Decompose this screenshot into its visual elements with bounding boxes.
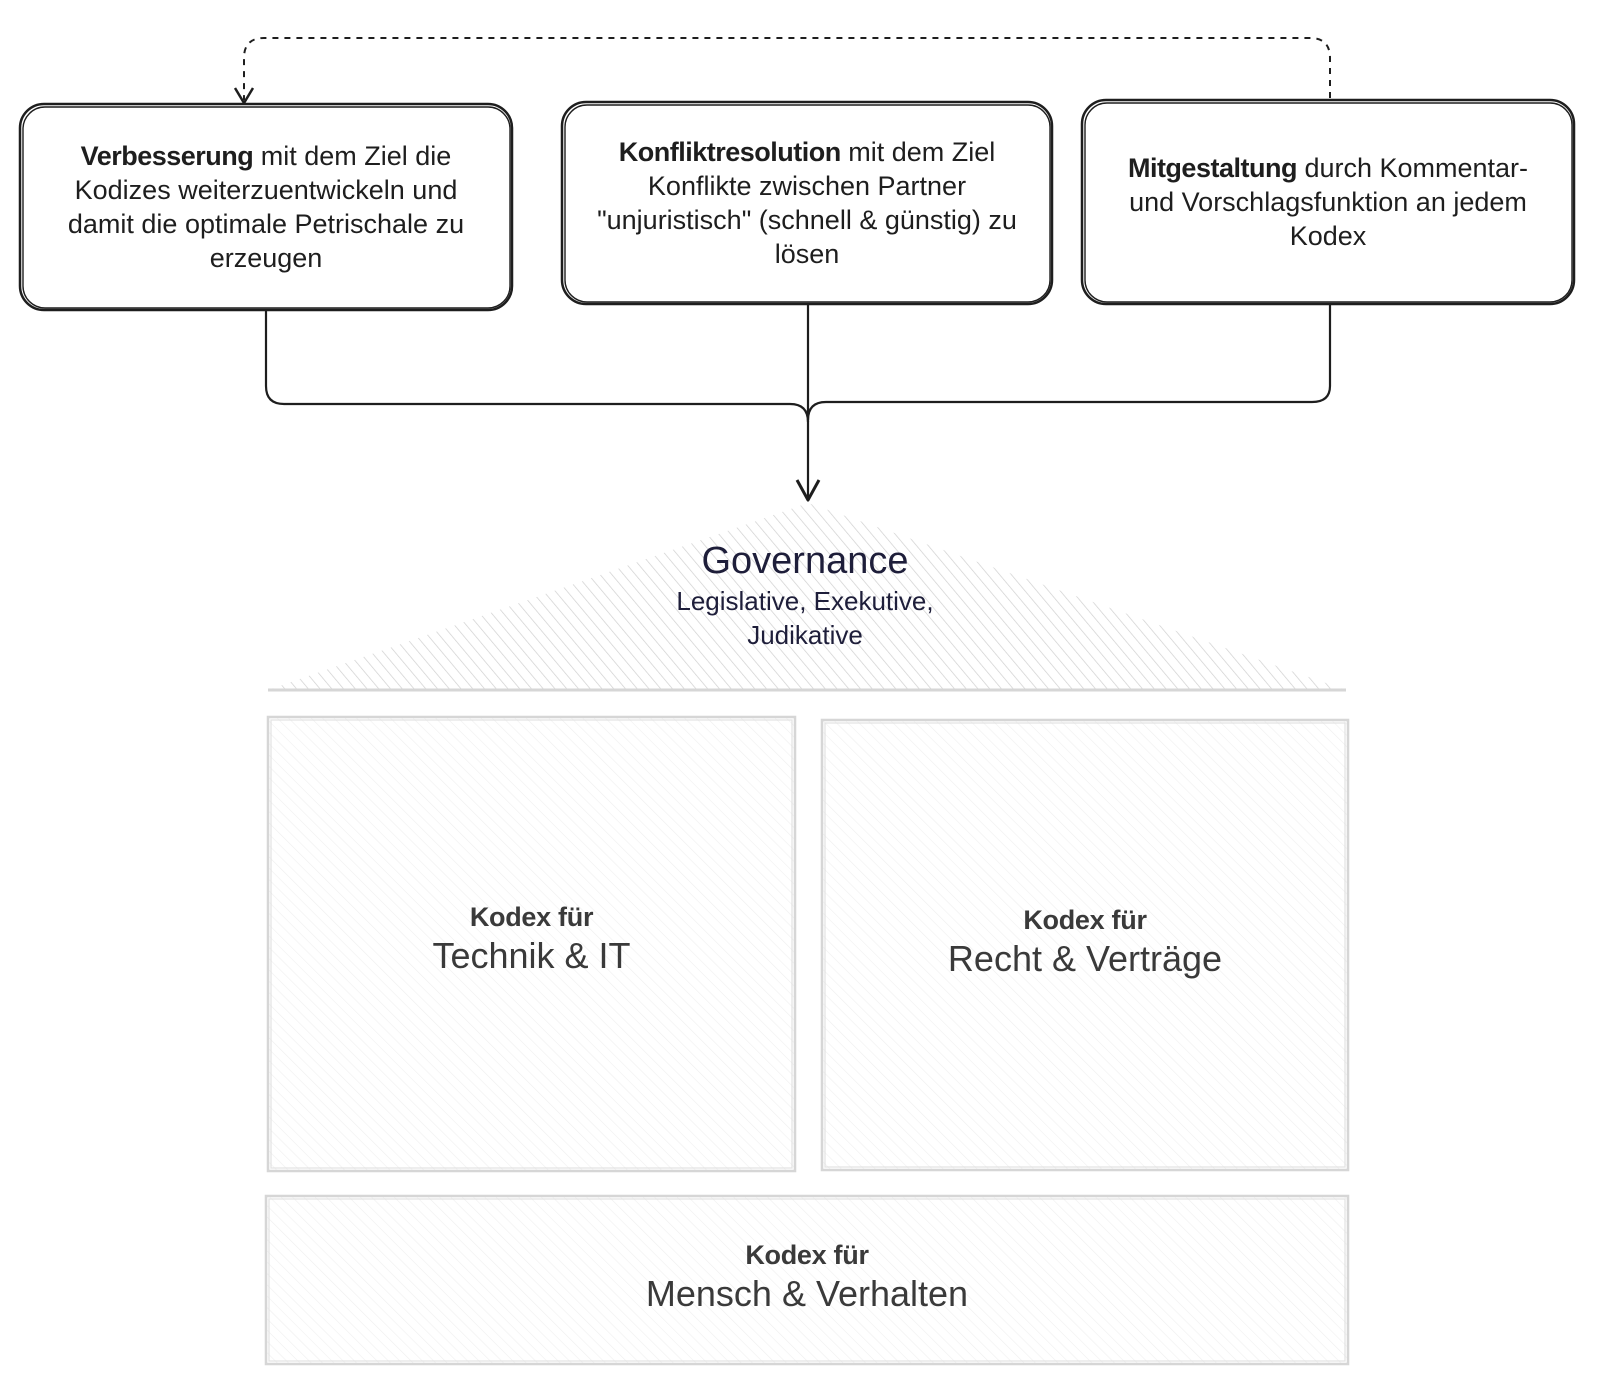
governance-roof: [268, 503, 1346, 690]
foundation-frame: [264, 1194, 1350, 1366]
box-verbesserung-bold: Verbesserung: [80, 141, 254, 171]
box-mitgestaltung-text: Mitgestaltung durch Kommentar- und Vorsc…: [1102, 151, 1554, 253]
connector-left: [264, 310, 810, 423]
pillar-technik-name: Technik & IT: [432, 935, 631, 976]
pillar-technik: Kodex für Technik & IT: [268, 900, 795, 978]
box-mitgestaltung-rest: durch Kommentar- und Vorschlagsfunktion …: [1129, 153, 1529, 251]
foundation-name: Mensch & Verhalten: [645, 1273, 969, 1314]
feedback-dashed-arrow: [243, 37, 1331, 100]
foundation-mensch: Kodex für Mensch & Verhalten: [266, 1238, 1348, 1316]
box-konflikt: Konfliktresolution mit dem Ziel Konflikt…: [568, 108, 1046, 298]
pillar-recht: Kodex für Recht & Verträge: [822, 903, 1348, 981]
box-konflikt-rest: mit dem Ziel Konflikte zwischen Partner …: [597, 137, 1017, 269]
connector-right: [806, 304, 1332, 421]
box-mitgestaltung-bold: Mitgestaltung: [1127, 153, 1298, 183]
foundation-prefix: Kodex für: [745, 1240, 869, 1270]
box-mitgestaltung-frame: [1080, 98, 1576, 306]
box-verbesserung-text: Verbesserung mit dem Ziel die Kodizes we…: [48, 139, 484, 275]
pillar-technik-prefix: Kodex für: [469, 902, 594, 932]
governance-title: Governance: [701, 540, 909, 582]
box-verbesserung-rest: mit dem Ziel die Kodizes weiterzuentwick…: [67, 141, 465, 273]
pillar-recht-prefix: Kodex für: [1023, 905, 1147, 935]
pillar-recht-name: Recht & Verträge: [947, 938, 1223, 979]
main-arrowhead: [795, 479, 821, 502]
pillar-recht-frame: [820, 718, 1350, 1172]
box-konflikt-text: Konfliktresolution mit dem Ziel Konflikt…: [590, 135, 1024, 271]
box-konflikt-bold: Konfliktresolution: [618, 137, 842, 167]
pillar-technik-frame: [266, 715, 797, 1173]
governance-subtitle-line2: Judikative: [747, 620, 863, 650]
governance-subtitle-line1: Legislative, Exekutive,: [676, 586, 934, 616]
governance-label: Governance Legislative, Exekutive, Judik…: [560, 538, 1050, 652]
box-mitgestaltung: Mitgestaltung durch Kommentar- und Vorsc…: [1088, 106, 1568, 298]
box-verbesserung: Verbesserung mit dem Ziel die Kodizes we…: [26, 110, 506, 304]
